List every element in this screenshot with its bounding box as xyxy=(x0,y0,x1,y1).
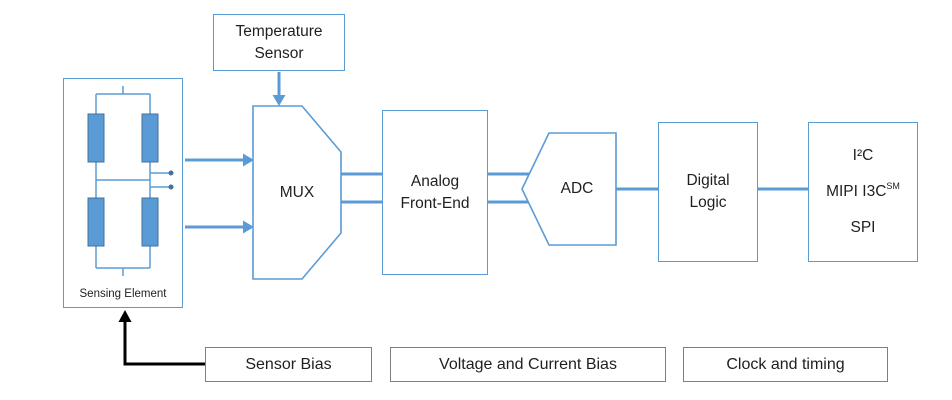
digital-logic-label-line1: Digital xyxy=(686,172,730,190)
adc-shape xyxy=(521,132,617,246)
bridge-terminal-dot-2 xyxy=(168,184,174,190)
interface-mipi-label: MIPI I3CSM xyxy=(826,181,900,203)
arrowhead-sensing-to-mux-2 xyxy=(243,220,254,234)
sensing-element-block: Sensing Element xyxy=(63,78,183,308)
bridge-resistors xyxy=(87,113,159,247)
signal-arrowheads xyxy=(243,95,286,234)
adc-label: ADC xyxy=(560,180,594,197)
arrowhead-sensing-to-mux-1 xyxy=(243,153,254,167)
temperature-sensor-label-line1: Temperature xyxy=(235,22,323,40)
analog-front-end-label-line1: Analog xyxy=(410,172,460,190)
bridge-terminal-dot-1 xyxy=(168,170,174,176)
interface-block: I²C MIPI I3CSM SPI xyxy=(808,122,918,262)
bridge-resistor-bottom-left xyxy=(87,197,105,247)
mux-label: MUX xyxy=(279,183,315,201)
sensing-element-label: Sensing Element xyxy=(79,287,167,300)
digital-logic-block: Digital Logic xyxy=(658,122,758,262)
bridge-resistor-bottom-right xyxy=(141,197,159,247)
interface-mipi-base: MIPI I3C xyxy=(826,183,887,201)
temperature-sensor-label-line2: Sensor xyxy=(254,44,304,62)
sensor-bias-feedback-arrow xyxy=(118,310,205,366)
signal-bus-lines xyxy=(185,72,808,229)
voltage-current-bias-block: Voltage and Current Bias xyxy=(390,347,666,382)
feedback-arrowhead xyxy=(118,310,132,322)
voltage-current-bias-label: Voltage and Current Bias xyxy=(439,355,617,373)
temperature-sensor-block: Temperature Sensor xyxy=(213,14,345,71)
interface-mipi-superscript: SM xyxy=(886,181,900,192)
analog-front-end-label-line2: Front-End xyxy=(400,194,470,212)
sensor-bias-label: Sensor Bias xyxy=(245,355,332,373)
sensor-bias-block: Sensor Bias xyxy=(205,347,372,382)
feedback-arrow-line xyxy=(123,322,205,366)
clock-timing-block: Clock and timing xyxy=(683,347,888,382)
bridge-resistor-top-left xyxy=(87,113,105,163)
wheatstone-bridge-wires xyxy=(95,86,170,276)
analog-front-end-block: Analog Front-End xyxy=(382,110,488,275)
clock-timing-label: Clock and timing xyxy=(726,355,845,373)
digital-logic-label-line2: Logic xyxy=(689,194,727,211)
mux-shape xyxy=(252,105,342,280)
interface-spi-label: SPI xyxy=(850,219,876,237)
bridge-resistor-top-right xyxy=(141,113,159,163)
interface-i2c-label: I²C xyxy=(852,147,874,165)
bridge-output-terminals xyxy=(168,170,174,190)
arrowhead-tempsensor-to-mux xyxy=(272,95,286,106)
